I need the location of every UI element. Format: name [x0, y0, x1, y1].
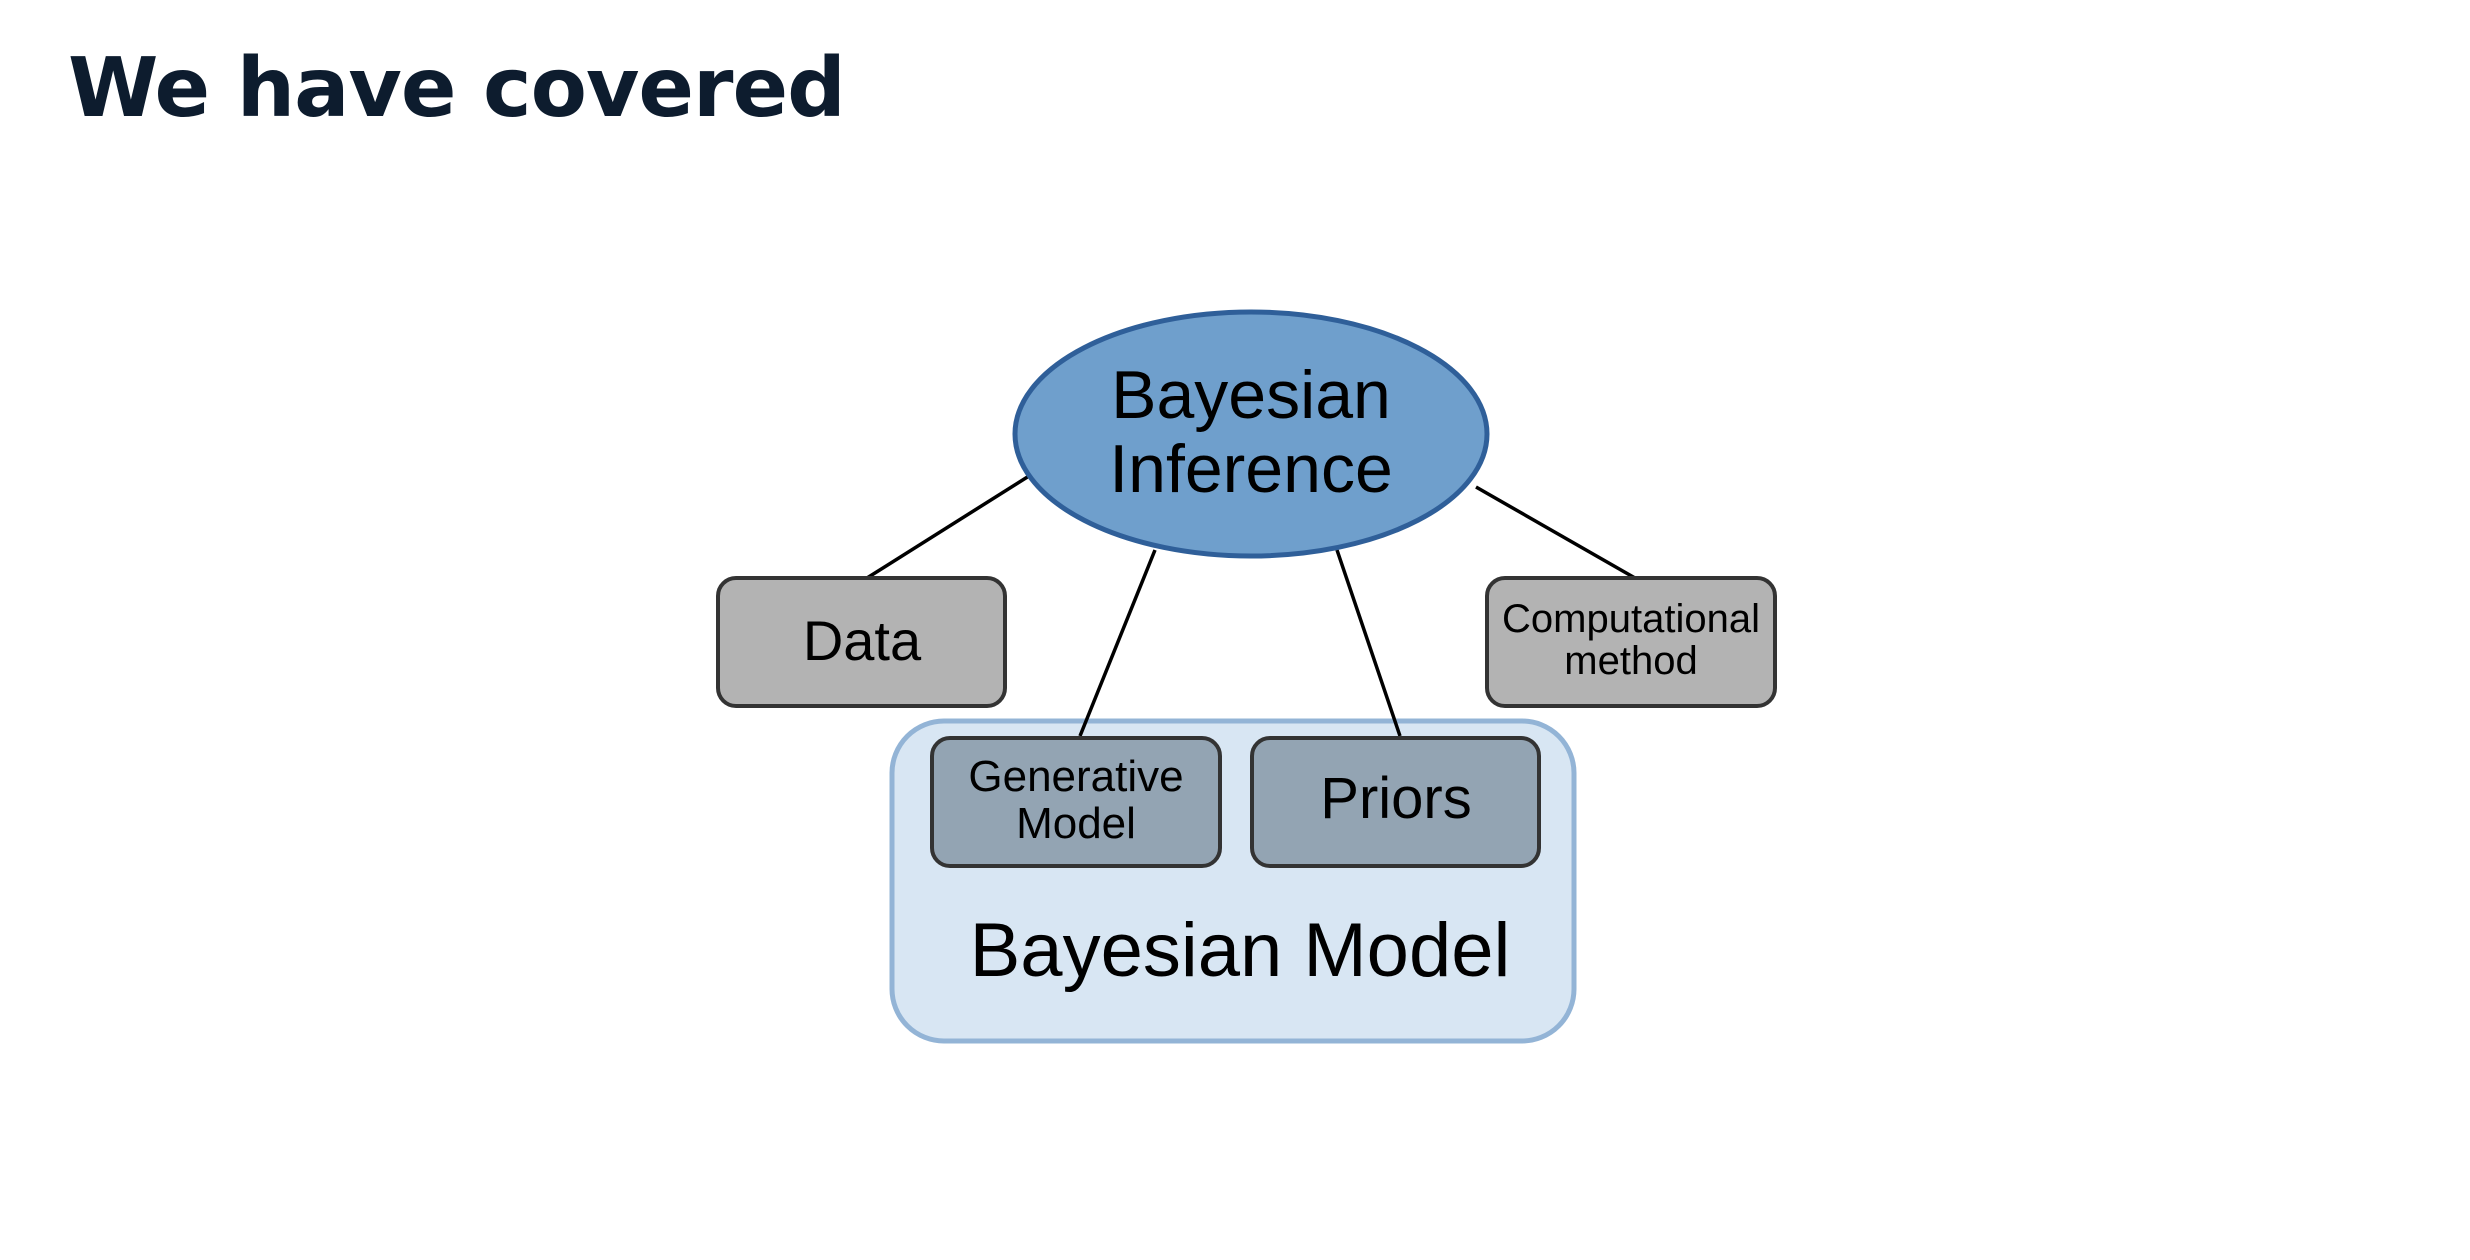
connector-priors	[1335, 549, 1402, 737]
bayesian-model-label: Bayesian Model	[970, 908, 1511, 993]
bayesian-inference-label-line2: Inference	[1109, 431, 1393, 507]
connector-generative-model	[1078, 549, 1157, 737]
computational-method-node	[1485, 576, 1777, 708]
generative-model-label-line1: Generative	[968, 752, 1183, 801]
data-node-label: Data	[803, 609, 922, 672]
generative-model-label-line2: Model	[1016, 799, 1136, 848]
priors-label: Priors	[1320, 766, 1471, 831]
computational-method-label-line2: method	[1564, 639, 1697, 683]
page-title: We have covered	[68, 41, 846, 136]
connector-data	[866, 474, 1030, 580]
bayesian-inference-node	[1012, 309, 1490, 559]
computational-method-label-line1: Computational	[1502, 597, 1760, 641]
generative-model-node	[930, 736, 1222, 868]
bayesian-inference-label-line1: Bayesian	[1111, 357, 1391, 433]
connector-computational	[1475, 485, 1636, 580]
data-node	[716, 576, 1007, 708]
priors-node	[1250, 736, 1541, 868]
